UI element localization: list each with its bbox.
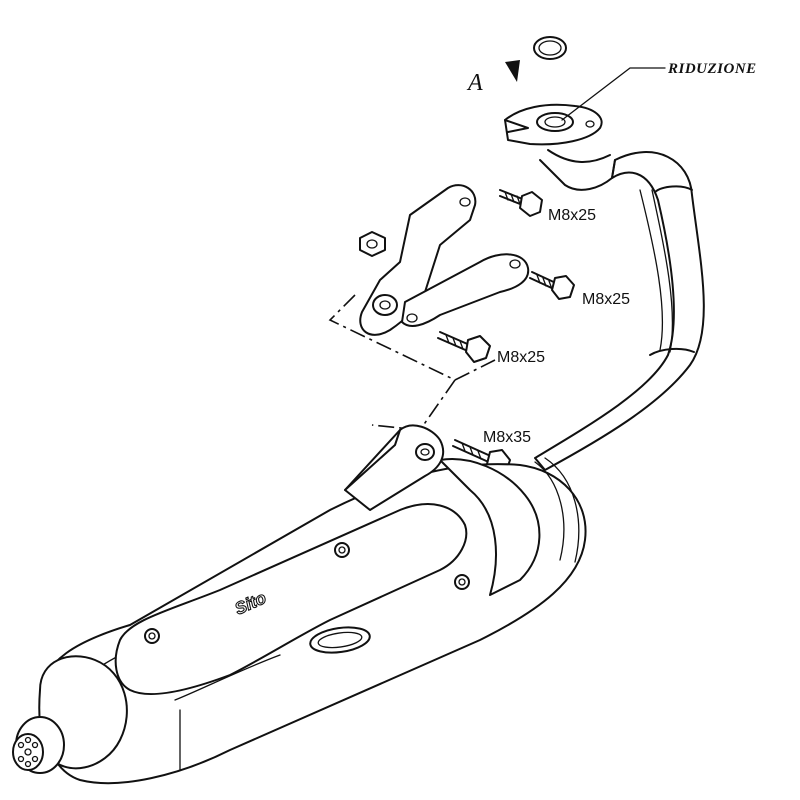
- muffler: Sito: [12, 457, 587, 785]
- exhaust-flange: [504, 103, 603, 146]
- reduction-callout: RIDUZIONE: [561, 61, 757, 121]
- hex-nut: [359, 231, 386, 257]
- view-marker-label: A: [466, 70, 483, 96]
- bolt-middle: M8x25: [437, 331, 545, 366]
- header-pipe: [534, 149, 705, 471]
- bolt-lower-label: M8x35: [483, 429, 531, 446]
- bolt-right: M8x25: [529, 271, 630, 308]
- reduction-label: RIDUZIONE: [667, 61, 757, 77]
- view-marker: A: [466, 60, 520, 96]
- bolt-middle-label: M8x25: [497, 349, 545, 366]
- tailpipe-holes: [17, 736, 39, 768]
- bolt-upper: M8x25: [499, 189, 596, 224]
- gasket-ring: [533, 36, 567, 60]
- arrow-icon: [505, 60, 520, 82]
- muffler-mount-tab: [344, 424, 445, 511]
- bolt-upper-label: M8x25: [548, 207, 596, 224]
- lower-bracket: [401, 253, 530, 327]
- bolt-right-label: M8x25: [582, 291, 630, 308]
